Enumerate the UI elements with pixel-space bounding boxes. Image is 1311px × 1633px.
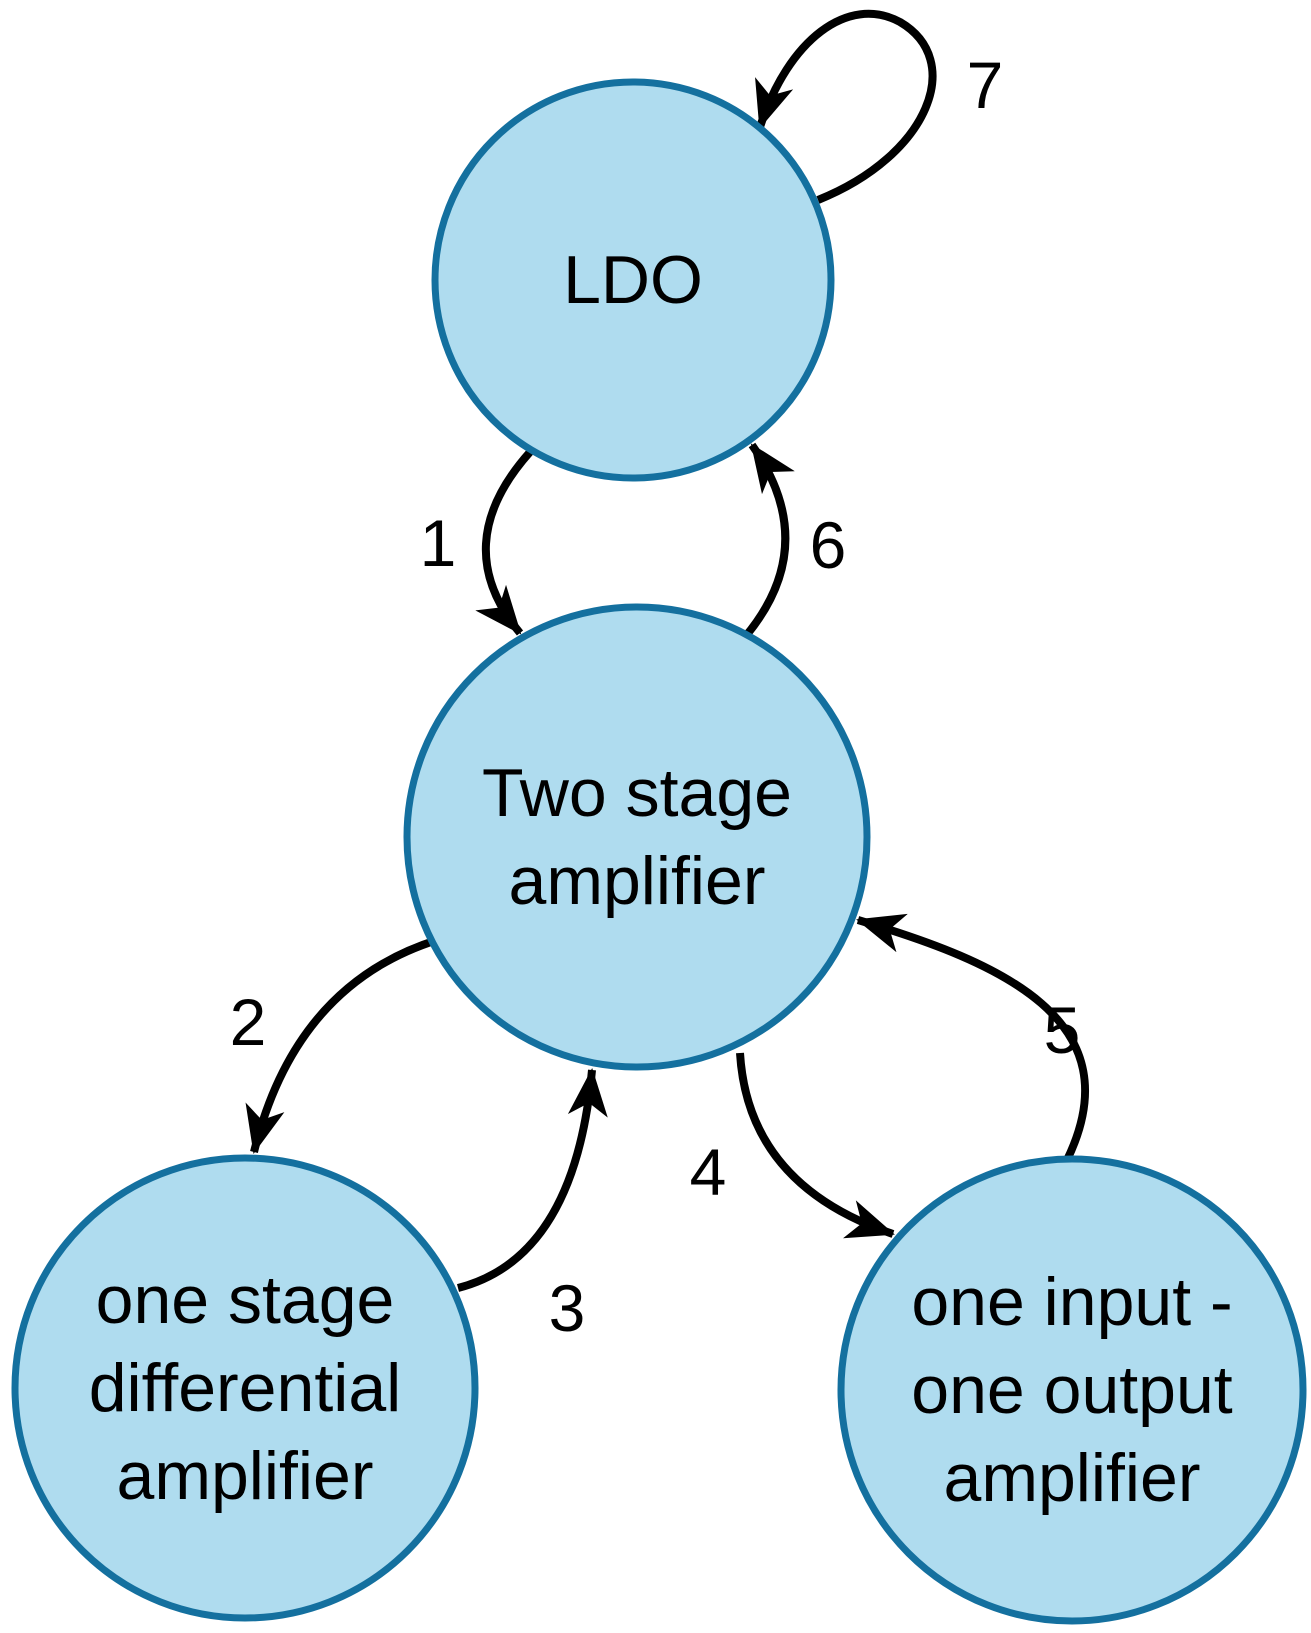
node-label-one-input-one-output-amplifier: one input - one output amplifier [911,1264,1233,1516]
edge-label-edge-7: 7 [967,48,1004,122]
node-circle-one-stage-differential-amplifier [11,1154,479,1622]
node-label-line: one output [911,1352,1233,1428]
node-label-line: amplifier [944,1440,1201,1516]
node-label-line: one stage [96,1262,395,1338]
edge-arrow-two-stage-amplifier-to-one-input-one-output-amplifier [736,1052,895,1239]
edge-arrow-one-input-one-output-amplifier-to-two-stage-amplifier [856,913,1090,1162]
edges-layer [245,9,1090,1292]
edge-label-edge-3: 3 [549,1271,586,1345]
node-label-line: one input - [911,1264,1232,1340]
edge-label-edge-6: 6 [810,508,847,582]
edge-label-edge-2: 2 [230,985,267,1059]
node-circle-two-stage-amplifier [403,603,871,1071]
edge-arrow-ldo-to-two-stage-amplifier [475,449,533,636]
edge-label-edge-5: 5 [1044,993,1081,1067]
edge-label-edge-1: 1 [420,506,457,580]
node-label-line: amplifier [117,1438,374,1514]
node-label-one-stage-differential-amplifier: one stage differential amplifier [89,1262,402,1514]
edge-arrow-two-stage-amplifier-to-ldo [741,442,795,640]
node-label-ldo: LDO [563,242,703,318]
node-label-line: LDO [563,242,703,318]
node-label-line: differential [89,1350,402,1426]
edge-label-edge-4: 4 [690,1135,727,1209]
node-circle-ldo [431,78,835,482]
node-label-two-stage-amplifier: Two stage amplifier [482,755,792,919]
edge-arrow-two-stage-amplifier-to-one-stage-differential-amplifier [245,936,439,1154]
edge-arrow-ldo-to-ldo [755,9,937,204]
node-label-line: amplifier [509,843,766,919]
edge-arrow-one-stage-differential-amplifier-to-two-stage-amplifier [457,1068,608,1292]
nodes-layer: LDO Two stage amplifier one stage differenti… [11,78,1307,1625]
edge-labels-layer: 1 2 3 4 5 6 7 [230,48,1081,1345]
node-label-line: Two stage [482,755,792,831]
node-circle-one-input-one-output-amplifier [837,1155,1307,1625]
